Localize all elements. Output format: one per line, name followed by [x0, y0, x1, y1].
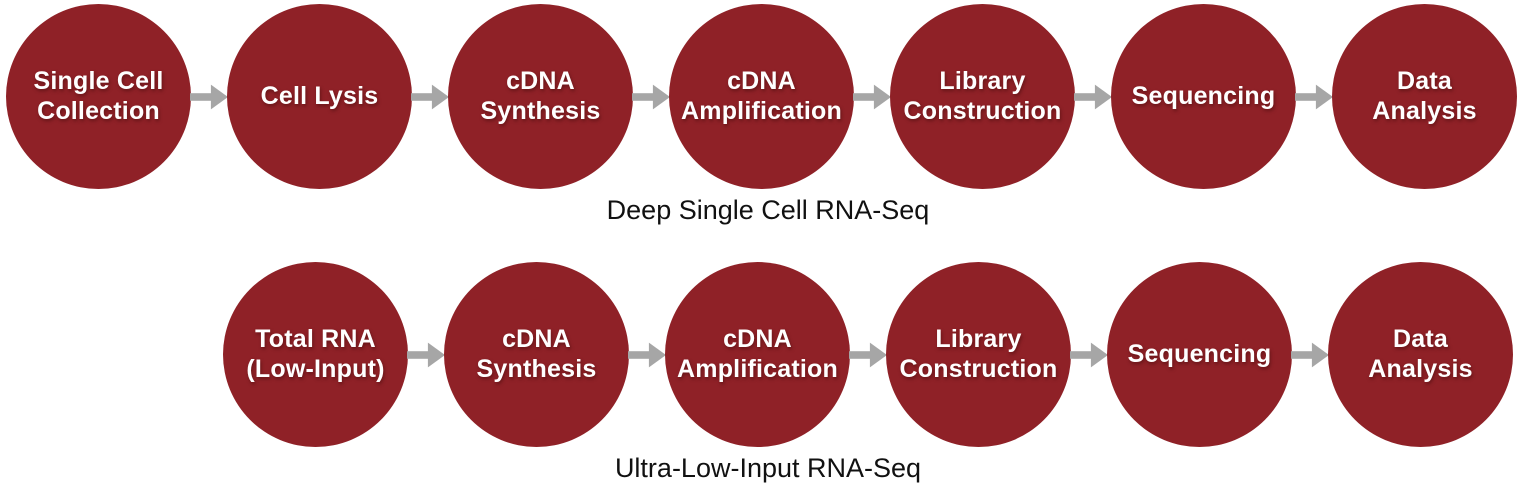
- arrow-right-icon: [628, 342, 666, 367]
- workflow-step-label: Sequencing: [1131, 81, 1276, 110]
- arrow-right-icon: [411, 84, 449, 109]
- workflow-step-label: Cell Lysis: [260, 81, 379, 110]
- workflow-caption: Deep Single Cell RNA-Seq: [606, 195, 930, 225]
- workflow-step: Sequencing: [1111, 4, 1296, 189]
- arrow-right-icon: [190, 84, 228, 109]
- arrow-right-icon: [1070, 342, 1108, 367]
- workflow-step-label: Sequencing: [1127, 339, 1272, 368]
- workflow-step: Total RNA(Low-Input): [223, 262, 408, 447]
- arrow-right-icon: [1295, 84, 1333, 109]
- arrow-right-icon: [853, 84, 891, 109]
- workflow-step-label: Total RNA(Low-Input): [246, 325, 385, 383]
- workflow-step: Cell Lysis: [227, 4, 412, 189]
- arrow-right-icon: [632, 84, 670, 109]
- arrow-right-icon: [407, 342, 445, 367]
- workflow-caption: Ultra-Low-Input RNA-Seq: [614, 453, 922, 483]
- workflow-step: Sequencing: [1107, 262, 1292, 447]
- arrow-right-icon: [849, 342, 887, 367]
- arrow-right-icon: [1291, 342, 1329, 367]
- arrow-right-icon: [1074, 84, 1112, 109]
